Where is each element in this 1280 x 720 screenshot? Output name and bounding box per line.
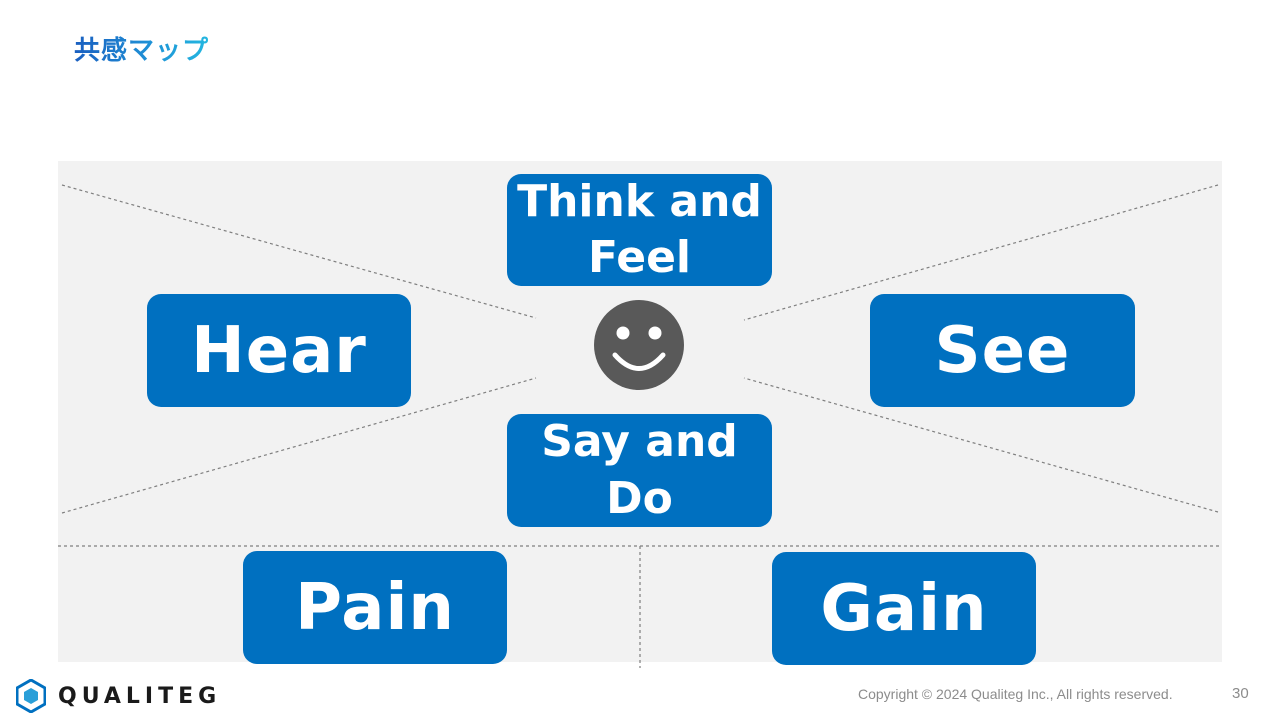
divider-line <box>61 184 537 319</box>
think-and-feel-box: Think and Feel <box>507 174 772 286</box>
hear-box: Hear <box>147 294 411 407</box>
page-title: 共感マップ <box>74 30 209 67</box>
brand-logo: QUALITEG <box>16 678 221 714</box>
see-box: See <box>870 294 1135 407</box>
divider-line <box>743 184 1219 321</box>
say-and-do-box: Say and Do <box>507 414 772 527</box>
pain-box: Pain <box>243 551 507 664</box>
divider-line <box>743 377 1219 513</box>
page-number: 30 <box>1232 685 1249 702</box>
qualiteg-logo-icon <box>16 679 46 713</box>
gain-box: Gain <box>772 552 1036 665</box>
divider-line <box>61 377 537 514</box>
smiley-face-icon <box>594 300 684 390</box>
brand-name: QUALITEG <box>58 683 222 709</box>
copyright-text: Copyright © 2024 Qualiteg Inc., All righ… <box>858 686 1173 702</box>
